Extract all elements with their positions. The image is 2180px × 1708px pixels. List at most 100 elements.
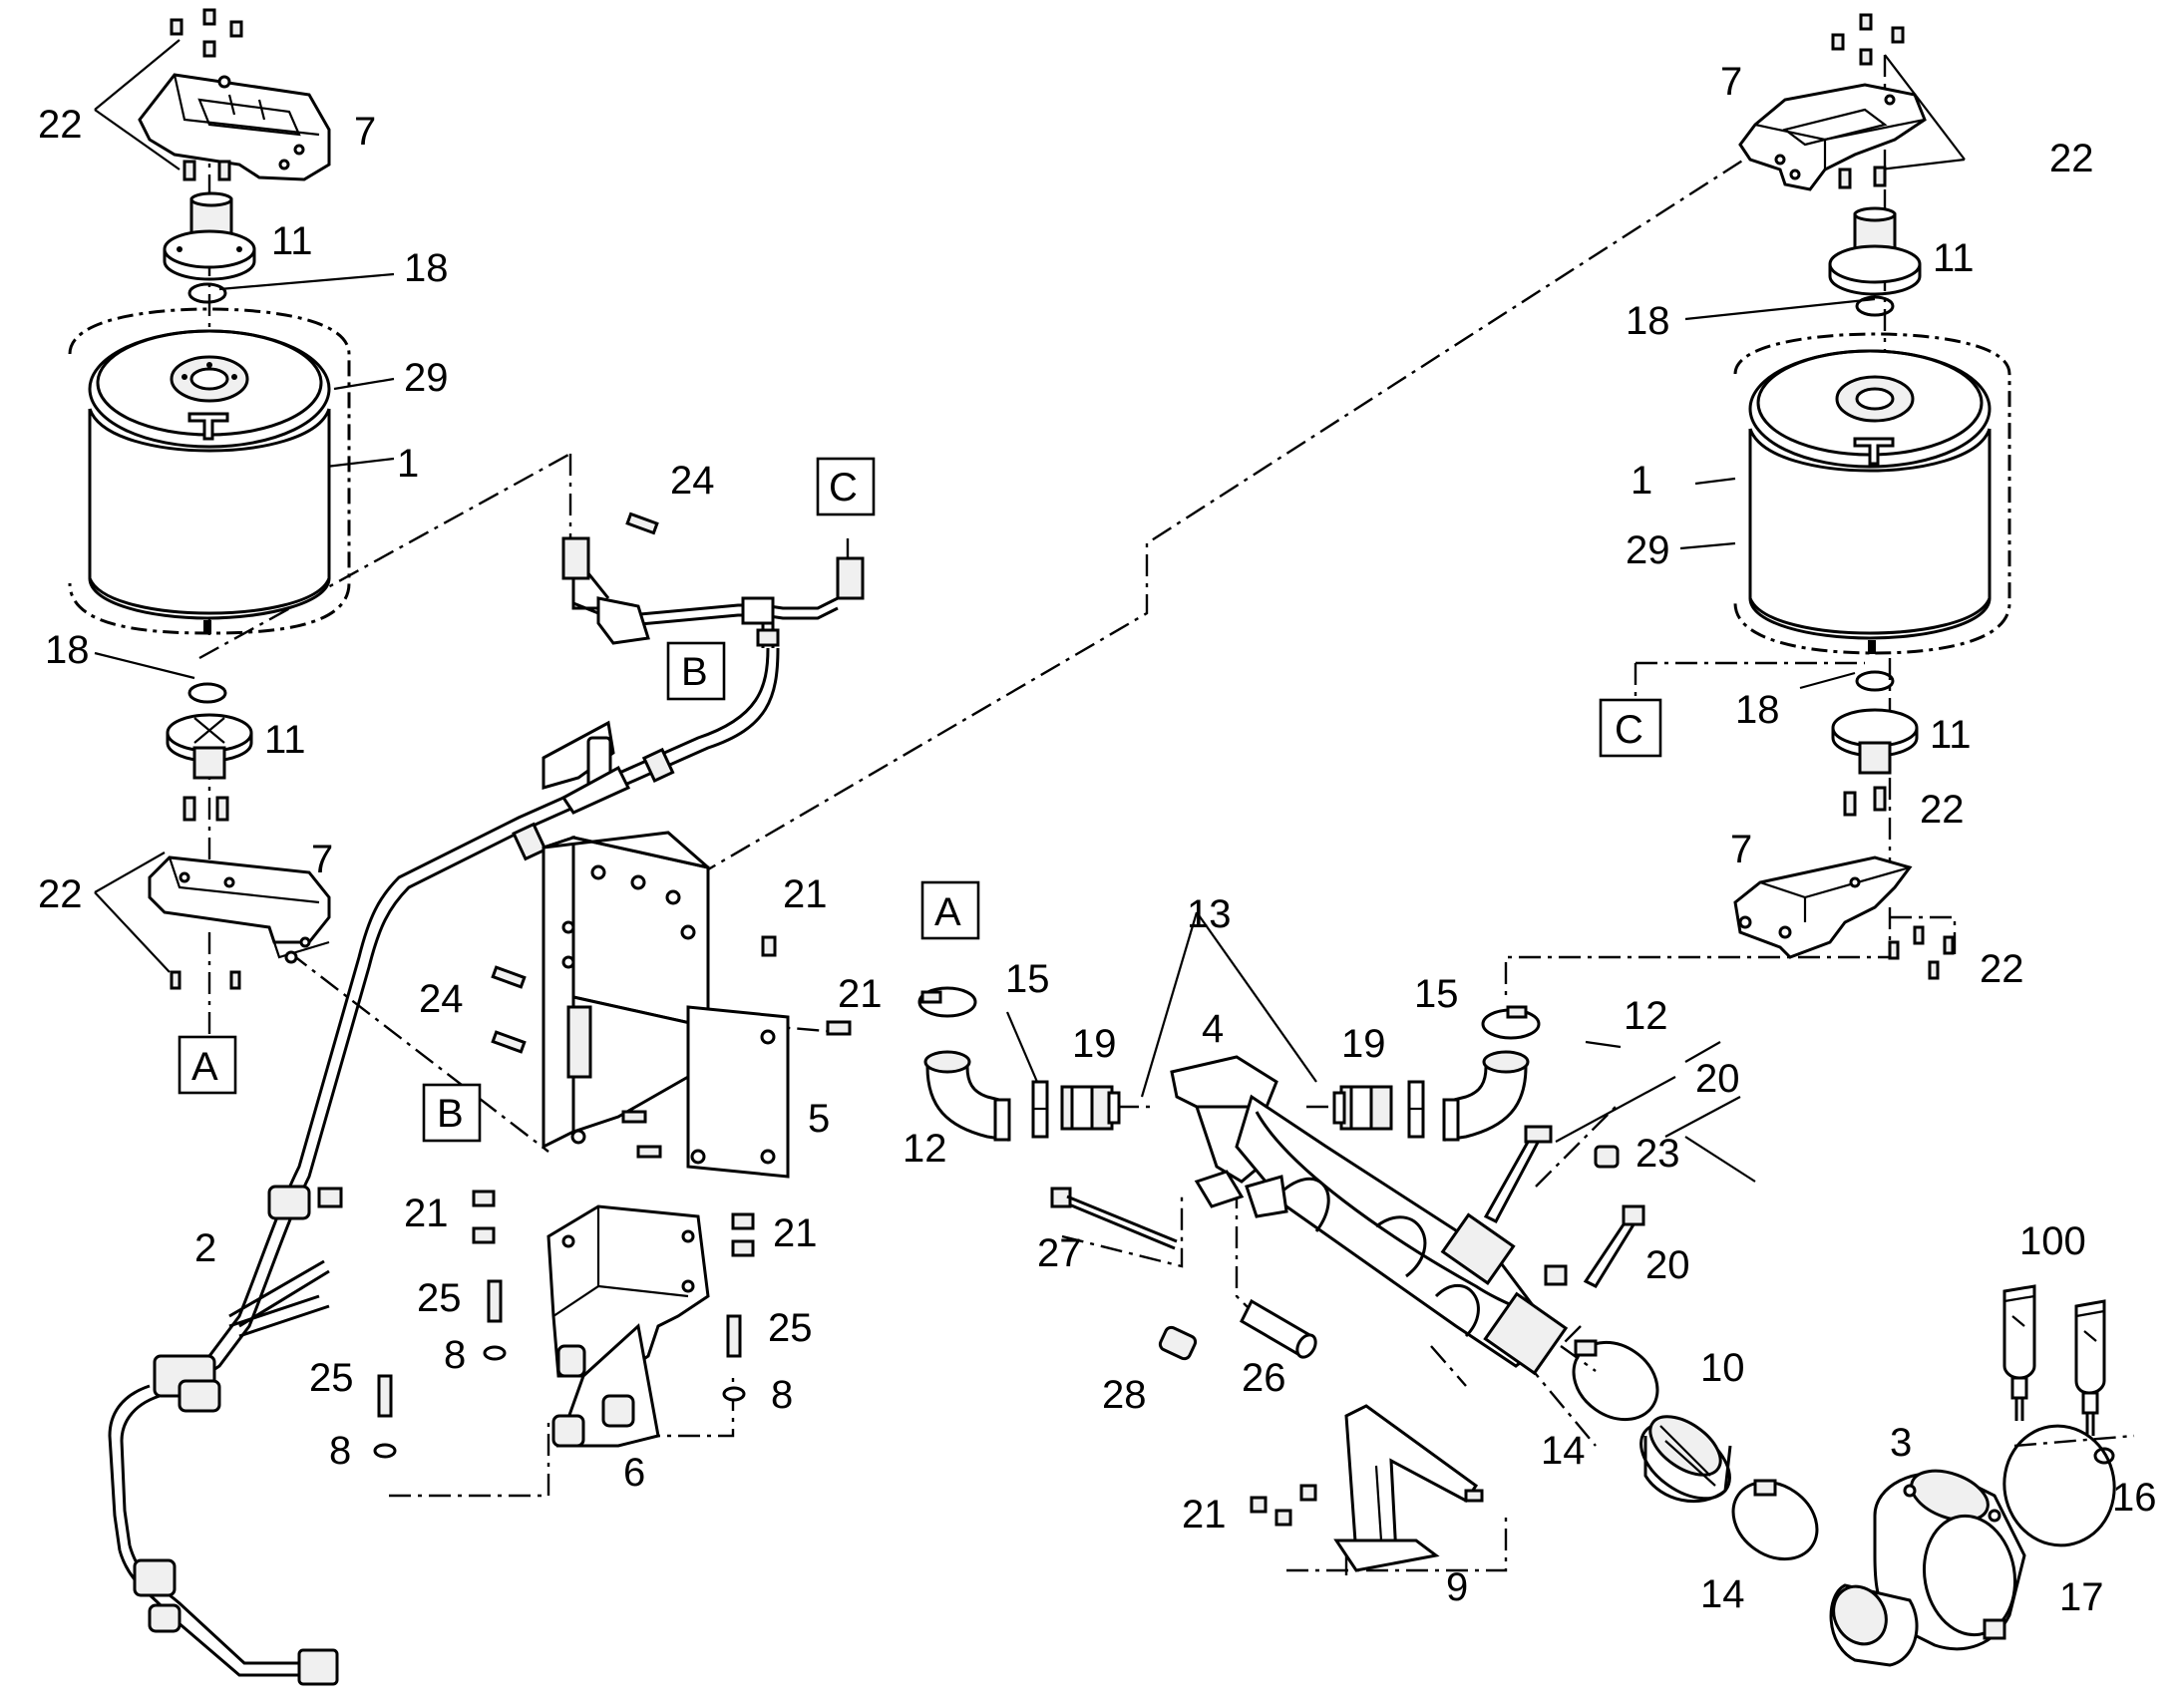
right-top-mount-bracket: [1738, 83, 1927, 191]
bracket-9-screws: [1250, 1484, 1317, 1527]
right-top-o-ring: [1855, 295, 1895, 317]
cap-28: [1158, 1325, 1198, 1361]
right-top-flange: [1828, 206, 1922, 296]
callout-6: 6: [623, 1451, 645, 1495]
callout-11: 11: [1933, 236, 1975, 280]
reference-markers: C B A B A C: [178, 457, 1662, 1143]
left-top-o-ring: [187, 282, 227, 304]
callout-14: 14: [1700, 1572, 1745, 1616]
callout-21: 21: [773, 1211, 818, 1255]
turbo-outlet-3: [1829, 1469, 2026, 1667]
callout-1: 1: [1631, 459, 1652, 503]
gasket-17: [2002, 1424, 2116, 1547]
callout-21: 21: [404, 1192, 449, 1235]
svg-text:C: C: [829, 466, 858, 510]
sleeve-26: [1240, 1298, 1317, 1359]
center-bracket-screws: [491, 512, 852, 1159]
callout-7: 7: [311, 838, 333, 881]
ref-box-B-center: B: [422, 1083, 482, 1143]
callout-10: 10: [1700, 1346, 1745, 1390]
pipe-clips: [1194, 1170, 1288, 1218]
ref-box-A-center: A: [920, 880, 980, 940]
svg-text:C: C: [1615, 708, 1643, 752]
right-bottom-o-ring: [1855, 670, 1895, 692]
callout-11: 11: [264, 718, 306, 762]
callout-8: 8: [771, 1373, 793, 1417]
callout-11: 11: [271, 219, 313, 263]
sealant-tubes-100: [2002, 1284, 2106, 1436]
callout-1: 1: [397, 442, 419, 486]
main-pipe-4: [1170, 1055, 1569, 1376]
clamp-14-lower: [1731, 1479, 1819, 1561]
left-bottom-o-ring: [187, 682, 227, 704]
left-top-flange: [163, 191, 256, 281]
svg-text:B: B: [437, 1092, 464, 1136]
left-band-15: [1031, 1080, 1049, 1139]
callout-7: 7: [1720, 60, 1742, 104]
callout-22: 22: [2049, 137, 2094, 180]
main-air-line: [108, 647, 780, 1686]
callout-15: 15: [1005, 957, 1050, 1001]
right-elbow-12: [1442, 1050, 1530, 1142]
right-clamp-15: [1481, 1005, 1541, 1040]
callout-2: 2: [194, 1226, 216, 1270]
left-coupler-19: [1060, 1085, 1121, 1131]
callout-19: 19: [1341, 1022, 1386, 1066]
right-air-tank: [1733, 332, 2011, 655]
callout-22: 22: [38, 872, 83, 916]
callout-18: 18: [404, 246, 449, 290]
callout-12: 12: [1624, 994, 1668, 1038]
sleeve-10: [1639, 1415, 1732, 1504]
callout-23: 23: [1635, 1132, 1680, 1176]
long-bolt-27: [1050, 1187, 1178, 1250]
callout-12: 12: [903, 1127, 947, 1171]
ref-box-C-top: C: [816, 457, 876, 516]
right-top-screws: [1831, 13, 1905, 189]
callout-19: 19: [1072, 1022, 1117, 1066]
callout-14: 14: [1541, 1429, 1586, 1473]
callout-13: 13: [1187, 892, 1232, 936]
callout-18: 18: [45, 628, 90, 672]
callout-15: 15: [1414, 972, 1459, 1016]
callout-22: 22: [38, 103, 83, 147]
right-coupler-19: [1332, 1085, 1393, 1131]
callout-25: 25: [417, 1276, 462, 1320]
left-bottom-flange: [166, 713, 253, 780]
callout-27: 27: [1037, 1231, 1082, 1275]
callout-21: 21: [1182, 1493, 1227, 1537]
callout-21: 21: [838, 972, 883, 1016]
ref-box-B-top: B: [666, 641, 726, 701]
left-clamp-15: [917, 986, 977, 1018]
center-mount-bracket: [542, 831, 790, 1179]
callout-16: 16: [2112, 1476, 2157, 1520]
right-bottom-flange: [1831, 708, 1919, 775]
callout-11: 11: [1930, 713, 1972, 757]
callout-5: 5: [808, 1097, 830, 1141]
callout-24: 24: [670, 459, 715, 503]
left-bottom-screws: [170, 796, 241, 990]
right-bottom-mount-bracket: [1733, 855, 1913, 959]
nut-23: [1594, 1145, 1620, 1169]
lower-mount-bracket: [546, 1204, 710, 1448]
callout-26: 26: [1242, 1356, 1286, 1400]
lower-bracket-fasteners: [373, 1190, 755, 1459]
callout-18: 18: [1626, 299, 1670, 343]
leader-lines: [94, 39, 1966, 1183]
ref-box-C-right: C: [1599, 698, 1662, 758]
left-elbow-12: [923, 1050, 1011, 1142]
svg-text:A: A: [934, 890, 961, 934]
callout-7: 7: [1730, 828, 1752, 871]
callout-22: 22: [1980, 947, 2024, 991]
callout-18: 18: [1735, 688, 1780, 732]
callout-3: 3: [1890, 1421, 1912, 1465]
clamp-14-upper: [1572, 1339, 1659, 1422]
o-ring-16: [2093, 1447, 2115, 1465]
left-bottom-mount-bracket: [148, 855, 331, 964]
callout-20: 20: [1695, 1057, 1740, 1101]
callout-24: 24: [419, 977, 464, 1021]
svg-text:A: A: [191, 1045, 218, 1089]
callout-8: 8: [444, 1333, 466, 1377]
left-air-tank: [68, 307, 351, 635]
callout-21: 21: [783, 872, 828, 916]
